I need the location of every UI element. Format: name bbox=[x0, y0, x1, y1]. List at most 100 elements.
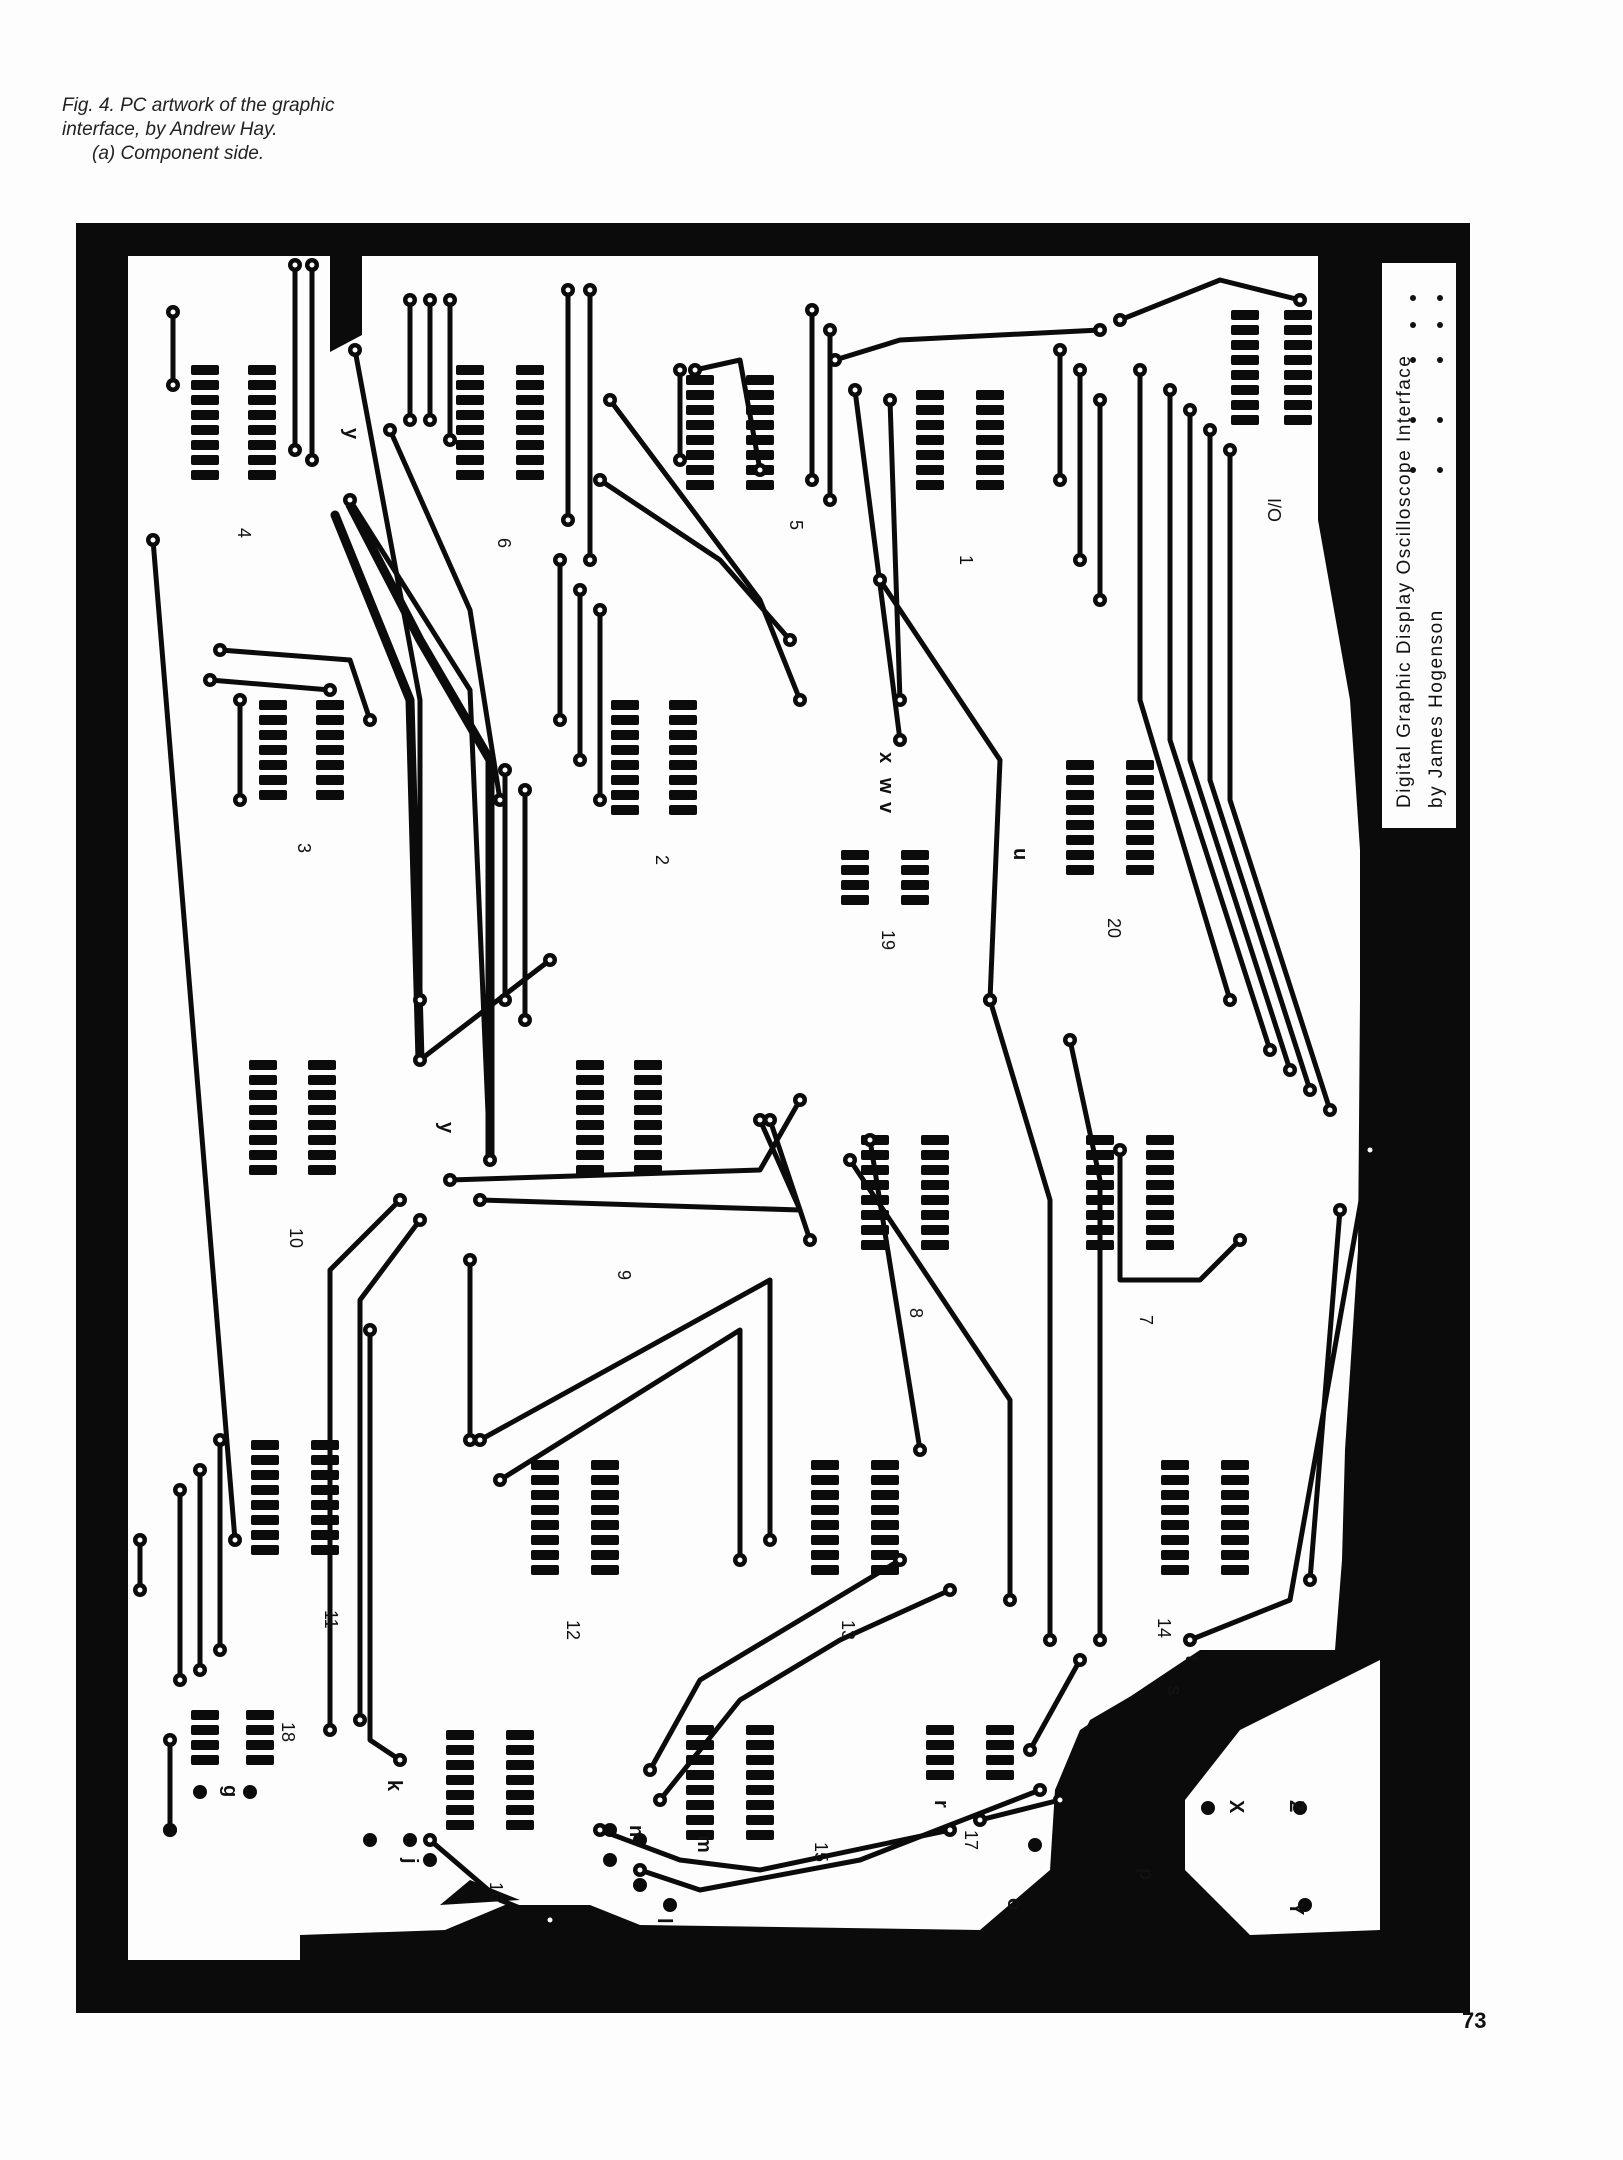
pcb-pad-hole bbox=[757, 1117, 763, 1123]
chip-pad bbox=[1161, 1475, 1189, 1485]
pcb-trace bbox=[977, 1797, 1063, 1823]
chip-pad bbox=[1126, 820, 1154, 830]
pcb-pad-hole bbox=[407, 417, 413, 423]
terminal-island bbox=[1185, 1660, 1380, 1935]
chip-pad bbox=[191, 1725, 219, 1735]
chip-pad bbox=[634, 1060, 662, 1070]
chip-label-1: 1 bbox=[956, 555, 976, 565]
chip-pad bbox=[191, 410, 219, 420]
pcb-pad-hole bbox=[327, 687, 333, 693]
chip-pad bbox=[686, 1740, 714, 1750]
chip-pad bbox=[191, 395, 219, 405]
terminal-pad bbox=[663, 1898, 677, 1912]
pcb-trace bbox=[1187, 1147, 1373, 1643]
chip-pad bbox=[634, 1090, 662, 1100]
chip-pad bbox=[611, 730, 639, 740]
chip-pad bbox=[926, 1725, 954, 1735]
pcb-pad-hole bbox=[1367, 1147, 1373, 1153]
pcb-pad-hole bbox=[217, 647, 223, 653]
pcb-trace bbox=[832, 327, 1103, 363]
chip-pad bbox=[926, 1740, 954, 1750]
terminal-pad bbox=[1143, 1823, 1157, 1837]
pcb-pad-hole bbox=[947, 1587, 953, 1593]
pcb-pad-hole bbox=[1097, 327, 1103, 333]
chip-pad bbox=[456, 395, 484, 405]
chip-pad bbox=[308, 1120, 336, 1130]
chip-pad bbox=[871, 1490, 899, 1500]
label-x: x bbox=[875, 752, 897, 763]
label-g: g bbox=[219, 1785, 241, 1797]
chip-pad bbox=[251, 1485, 279, 1495]
chip-pad bbox=[1146, 1135, 1174, 1145]
chip-pad bbox=[576, 1165, 604, 1175]
pcb-trace bbox=[1137, 367, 1233, 1003]
chip-pad bbox=[901, 865, 929, 875]
chip-pad bbox=[591, 1505, 619, 1515]
title-dot bbox=[1410, 467, 1416, 473]
chip-pad bbox=[249, 1135, 277, 1145]
chip-pad bbox=[591, 1490, 619, 1500]
chip-pad bbox=[248, 380, 276, 390]
terminal-pad bbox=[1201, 1801, 1215, 1815]
chip-pad bbox=[1161, 1490, 1189, 1500]
chip-pad bbox=[921, 1150, 949, 1160]
chip-pad bbox=[746, 1725, 774, 1735]
chip-pad bbox=[191, 470, 219, 480]
pcb-trace bbox=[1227, 447, 1333, 1113]
chip-pad bbox=[986, 1725, 1014, 1735]
chip-pad bbox=[861, 1165, 889, 1175]
pcb-pad-hole bbox=[852, 387, 858, 393]
pcb-pad-hole bbox=[522, 787, 528, 793]
pcb-pad-hole bbox=[177, 1487, 183, 1493]
chip-pad bbox=[611, 700, 639, 710]
pcb-pad-hole bbox=[597, 797, 603, 803]
chip-pad bbox=[686, 1785, 714, 1795]
pcb-pad-hole bbox=[877, 577, 883, 583]
pcb-pad-hole bbox=[467, 1257, 473, 1263]
chip-pad bbox=[308, 1150, 336, 1160]
pcb-pad-hole bbox=[797, 697, 803, 703]
pcb-pad-hole bbox=[1067, 1037, 1073, 1043]
chip-pad bbox=[1086, 1225, 1114, 1235]
pcb-trace bbox=[497, 1327, 743, 1563]
chip-pad bbox=[1221, 1520, 1249, 1530]
pcb-pad-hole bbox=[167, 1737, 173, 1743]
chip-pad bbox=[861, 1210, 889, 1220]
pcb-pad-hole bbox=[647, 1767, 653, 1773]
pcb-pad-hole bbox=[417, 997, 423, 1003]
chip-labels: 4 6 5 1 I/O 3 2 19 20 10 9 8 7 11 12 13 … bbox=[234, 498, 1284, 1902]
chip-pad bbox=[1161, 1550, 1189, 1560]
label-Y: Y bbox=[1285, 1902, 1307, 1916]
pcb-pad-hole bbox=[170, 382, 176, 388]
chip-pad bbox=[591, 1460, 619, 1470]
pcb-trace bbox=[877, 577, 1003, 1003]
label-t: t bbox=[1181, 1655, 1203, 1662]
pcb-pad-hole bbox=[137, 1587, 143, 1593]
pcb-pad-hole bbox=[947, 1827, 953, 1833]
pcb-trace bbox=[847, 1157, 1013, 1603]
label-y-mid: y bbox=[435, 1122, 457, 1134]
chip-pad bbox=[686, 435, 714, 445]
terminal-pad bbox=[1093, 1813, 1107, 1827]
pads-layer bbox=[133, 258, 1443, 1927]
pcb-pad-hole bbox=[1227, 997, 1233, 1003]
pcb-trace bbox=[1027, 1657, 1083, 1753]
board-notch-top bbox=[330, 256, 362, 352]
chip-pad bbox=[311, 1545, 339, 1555]
chip-pad bbox=[634, 1165, 662, 1175]
pcb-pad-hole bbox=[447, 297, 453, 303]
chip-pad bbox=[191, 440, 219, 450]
chip-pad bbox=[531, 1505, 559, 1515]
pcb-pad-hole bbox=[1057, 1797, 1063, 1803]
pcb-pad-hole bbox=[1327, 1107, 1333, 1113]
chip-pad bbox=[1231, 385, 1259, 395]
chip-pad bbox=[811, 1490, 839, 1500]
pcb-pad-hole bbox=[1337, 1207, 1343, 1213]
chip-pad bbox=[311, 1485, 339, 1495]
chip-pad bbox=[1086, 1195, 1114, 1205]
pcb-pad-hole bbox=[367, 717, 373, 723]
chip-pad bbox=[976, 450, 1004, 460]
chip-label-6: 6 bbox=[494, 538, 514, 548]
caption-line-3: (a) Component side. bbox=[92, 143, 265, 164]
pcb-pad-hole bbox=[1297, 297, 1303, 303]
